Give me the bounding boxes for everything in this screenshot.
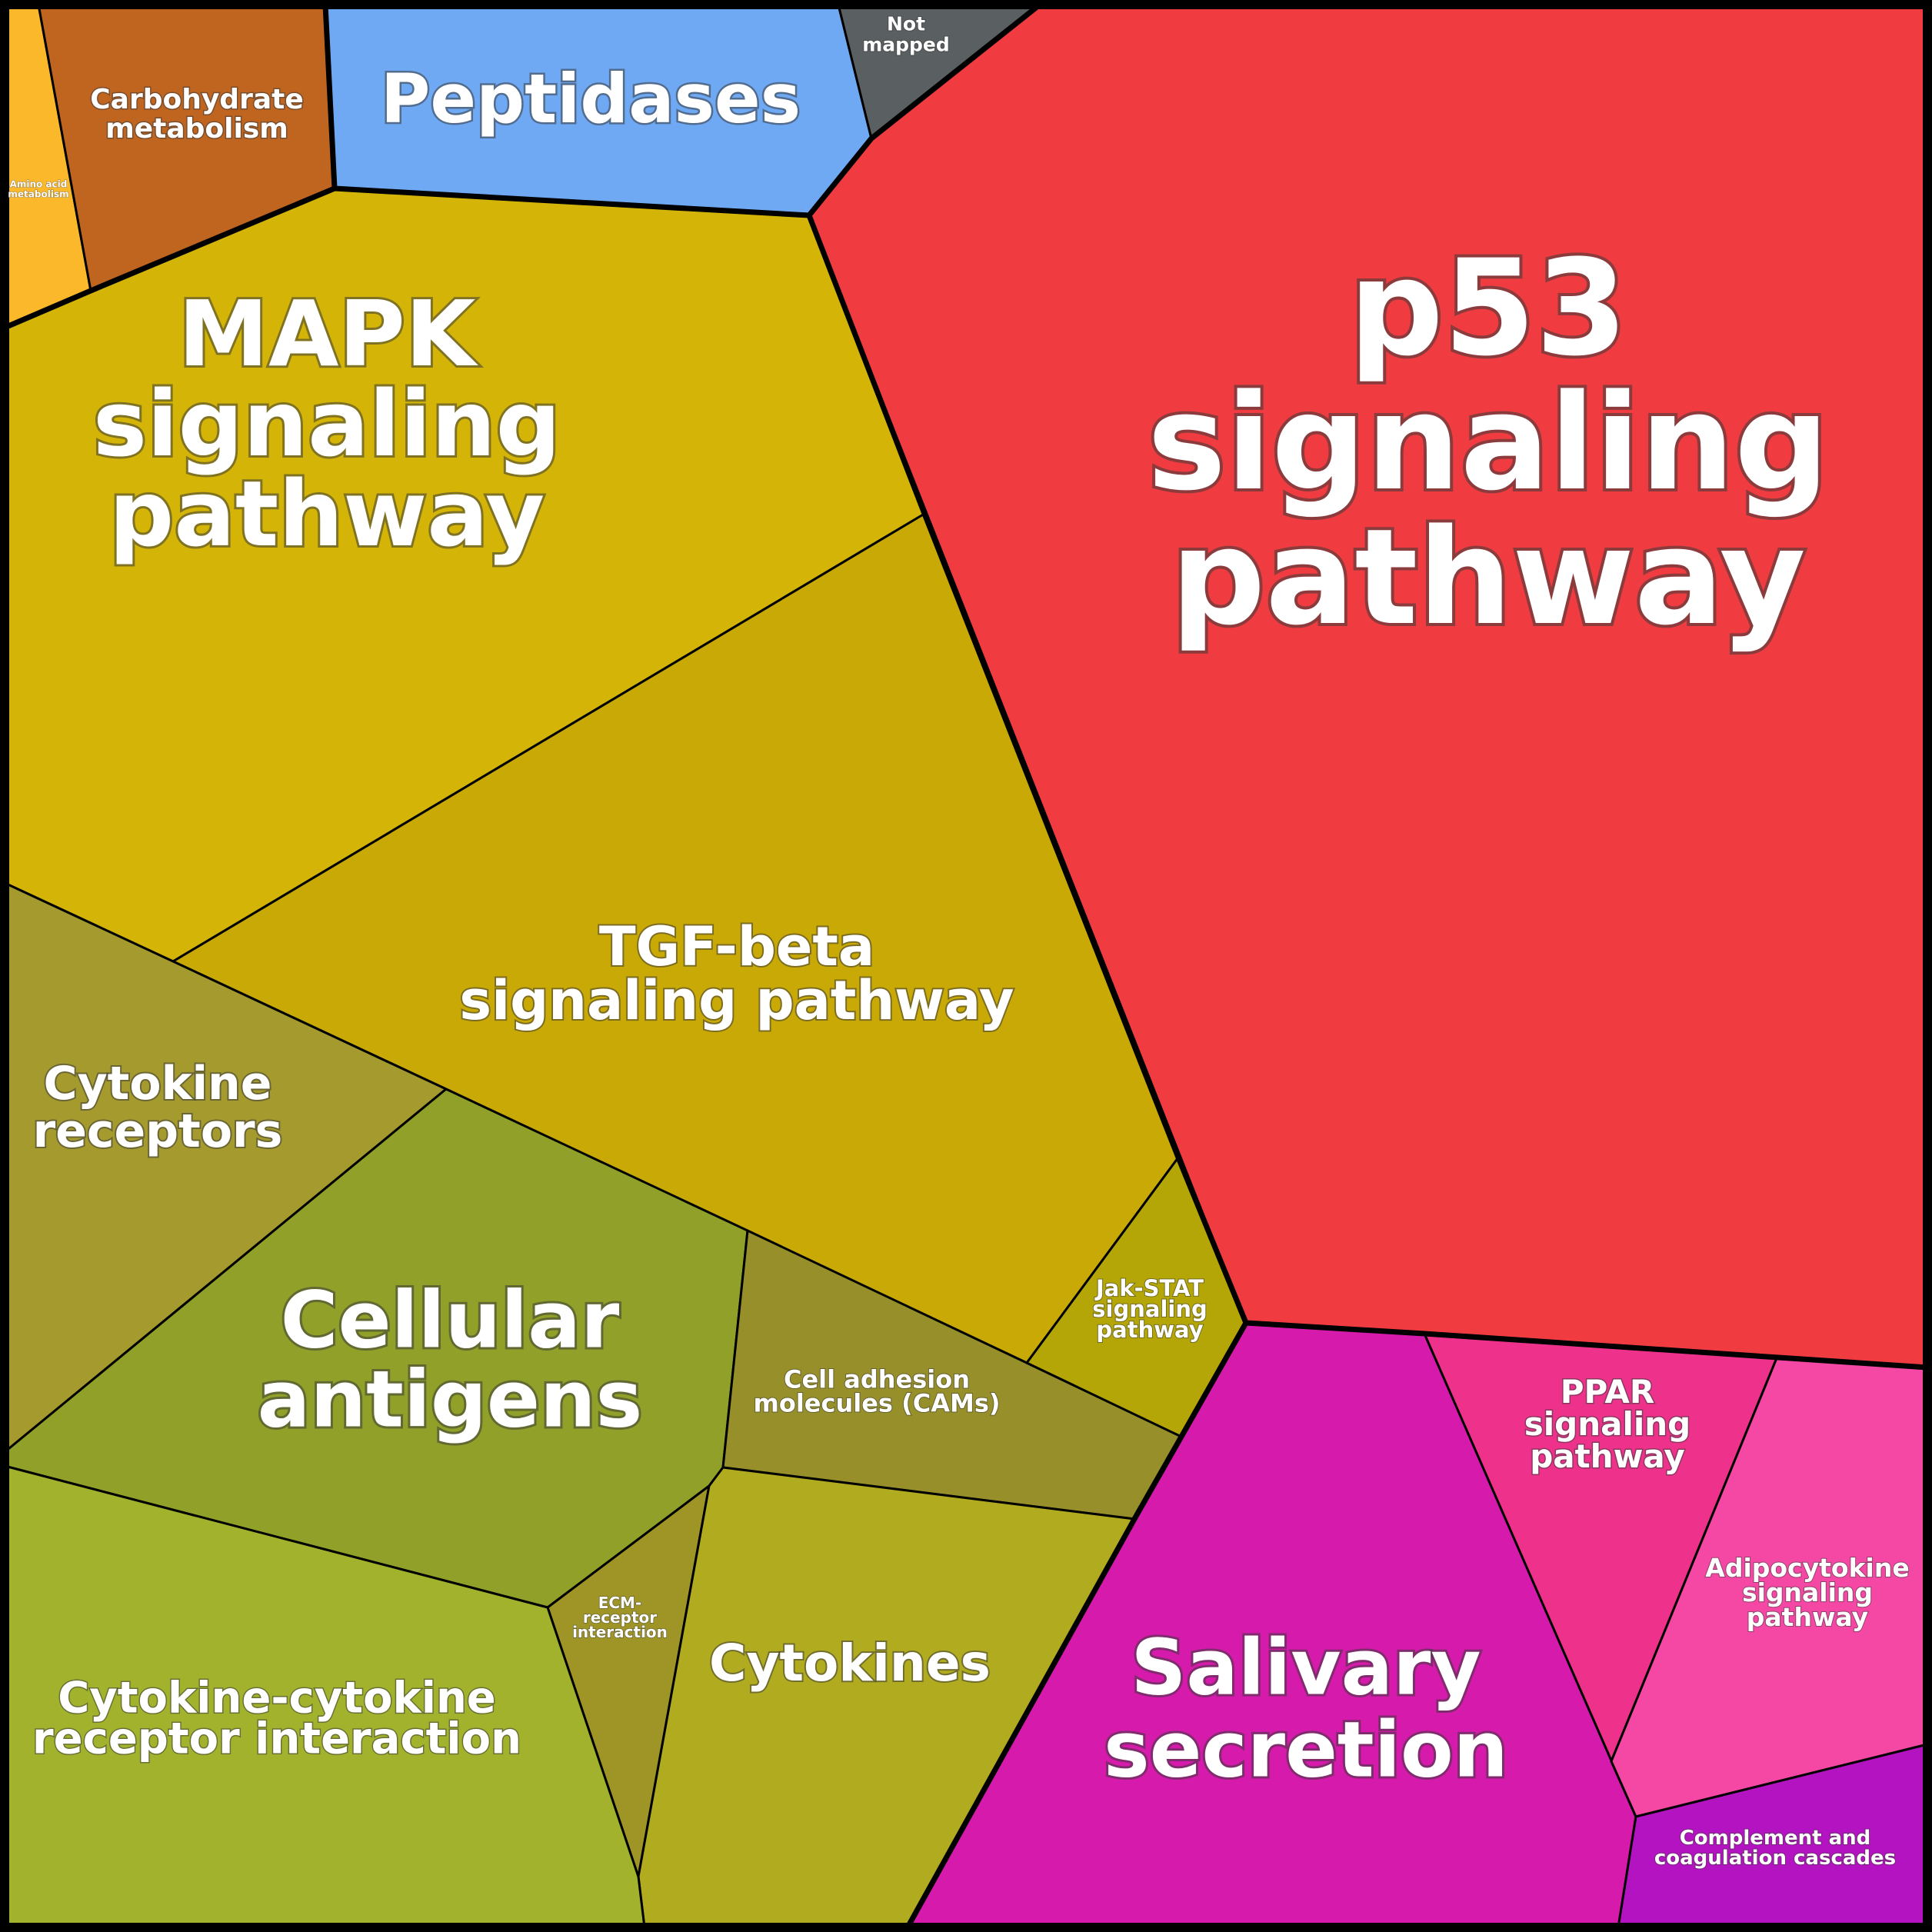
label-line: Jak-STAT	[1094, 1275, 1204, 1301]
label-line: pathway	[1096, 1317, 1203, 1343]
label-line: Cytokines	[709, 1634, 991, 1693]
label-line: metabolism	[105, 113, 288, 145]
label-line: signaling	[1524, 1405, 1690, 1443]
label-line: pathway	[1530, 1437, 1685, 1475]
label-line: receptor	[583, 1608, 657, 1627]
label-line: TGF-beta	[599, 915, 874, 978]
label-line: receptor interaction	[32, 1714, 521, 1764]
label-line: Carbohydrate	[90, 84, 304, 115]
label-line: signaling pathway	[459, 969, 1014, 1032]
label-peptidases: Peptidases	[381, 59, 801, 138]
label-line: signaling	[1092, 1296, 1207, 1322]
label-line: MAPK	[178, 281, 479, 387]
label-line: pathway	[1747, 1602, 1868, 1632]
label-line: Complement and	[1680, 1827, 1871, 1850]
label-line: PPAR	[1561, 1373, 1655, 1411]
label-line: Not	[887, 13, 925, 35]
label-line: secretion	[1104, 1705, 1508, 1795]
label-line: interaction	[572, 1623, 668, 1641]
label-line: antigens	[258, 1354, 643, 1446]
label-line: molecules (CAMs)	[754, 1389, 1001, 1418]
label-line: Cytokine	[44, 1057, 272, 1111]
label-line: Cell adhesion	[784, 1365, 970, 1394]
group-border-carbohydrate	[322, 4, 338, 189]
label-line: Cytokine-cytokine	[58, 1674, 496, 1724]
group-border-p53-left	[806, 214, 1249, 1324]
label-cytokines: Cytokines	[709, 1634, 991, 1693]
label-line: ECM-	[598, 1594, 642, 1612]
label-line: Amino acid	[10, 179, 68, 190]
label-line: coagulation cascades	[1654, 1847, 1896, 1870]
label-line: Peptidases	[381, 59, 801, 138]
label-line: p53	[1349, 231, 1627, 385]
group-border-salivary-left	[904, 1321, 1249, 1929]
label-line: signaling	[93, 371, 561, 477]
label-line: Cellular	[281, 1275, 620, 1367]
label-line: mapped	[862, 34, 950, 56]
group-border-top	[3, 2, 1042, 331]
label-line: signaling	[1742, 1577, 1873, 1607]
label-line: signaling	[1148, 365, 1829, 520]
label-line: pathway	[1171, 500, 1806, 655]
label-line: Salivary	[1131, 1623, 1481, 1713]
label-line: Adipocytokine	[1705, 1553, 1909, 1583]
label-line: receptors	[33, 1104, 283, 1158]
group-border-p53-bottom	[1245, 1320, 1928, 1371]
label-line: metabolism	[8, 189, 68, 200]
label-line: pathway	[109, 461, 545, 567]
